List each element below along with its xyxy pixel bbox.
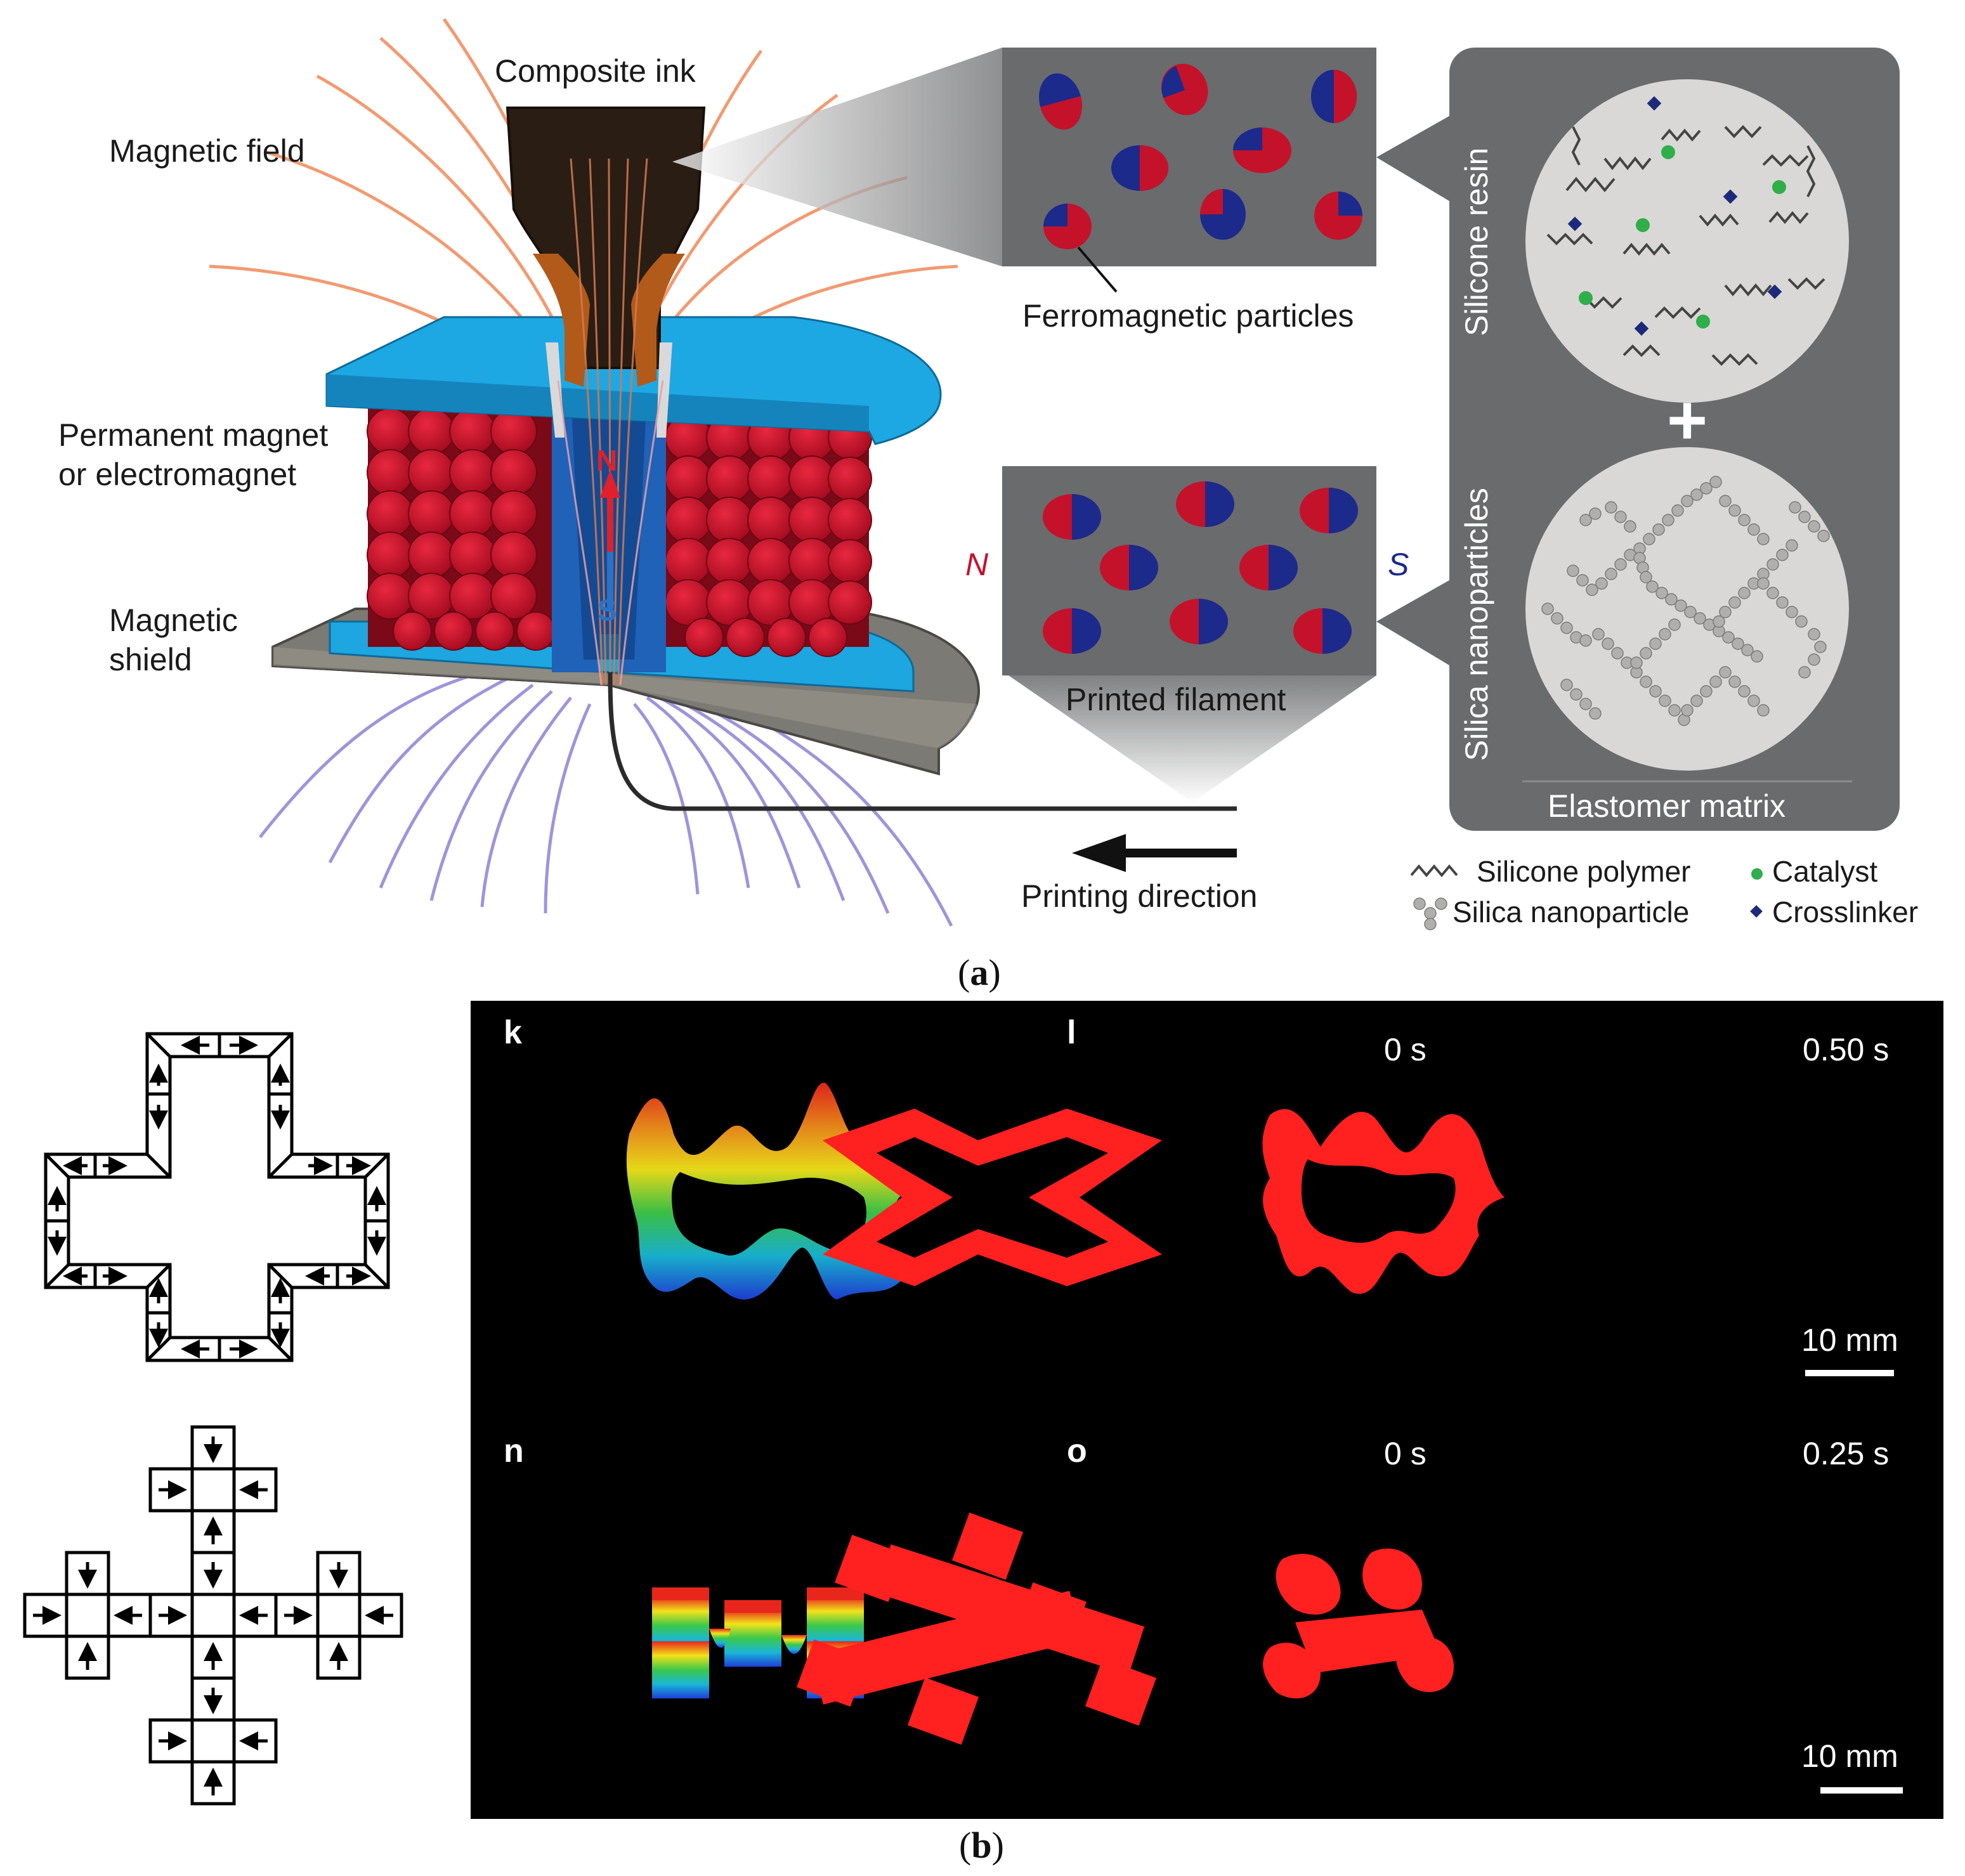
panel-b-photo-art — [626, 1083, 1903, 1794]
plus-sign: + — [1667, 381, 1707, 459]
panel-l-frame-start — [823, 1109, 1162, 1286]
scale-bar-bottom — [1820, 1787, 1903, 1794]
silica-network — [1541, 476, 1830, 726]
silicone-polymer-chains — [1546, 125, 1825, 366]
square-cross-schematic — [23, 1425, 403, 1806]
callout-arrow-top — [1376, 114, 1453, 203]
callout-arrow-bottom — [1376, 578, 1453, 667]
label-magnetic-field: Magnetic field — [109, 133, 305, 169]
label-pole-s: S — [1388, 547, 1409, 582]
label-permanent-magnet-line1: Permanent magnet — [58, 417, 329, 453]
panel-letter-n: n — [504, 1433, 524, 1469]
label-printed-filament: Printed filament — [1066, 682, 1286, 717]
label-ferromagnetic-particles: Ferromagnetic particles — [1022, 298, 1354, 334]
caption-b-letter: b — [971, 1825, 992, 1866]
panel-l-frame-end — [1262, 1109, 1505, 1294]
legend-silica-nanoparticle: Silica nanoparticle — [1453, 896, 1690, 928]
caption-b: (b) — [959, 1825, 1004, 1866]
square-cross-arrows — [33, 1436, 393, 1795]
panel-b-photo-block: k l n o 0 s 0.50 s 0 s 0.25 s 10 mm 10 m… — [471, 1001, 1943, 1819]
label-permanent-magnet-line2: or electromagnet — [58, 457, 297, 492]
zoom-cone-filament — [1009, 675, 1376, 802]
nozzle-copper — [533, 254, 590, 387]
legend-crosslinker: Crosslinker — [1772, 896, 1919, 928]
printed-filament-path — [608, 672, 1237, 811]
legend-catalyst-icon — [1751, 868, 1763, 880]
cross-frame-schematic — [44, 1032, 390, 1362]
scale-label-bottom: 10 mm — [1801, 1738, 1898, 1774]
legend-silicone-polymer: Silicone polymer — [1477, 855, 1691, 888]
time-o-start: 0 s — [1384, 1436, 1426, 1471]
label-nozzle-s: S — [597, 594, 617, 627]
magnetic-field-lines-bottom — [259, 670, 953, 927]
legend-silicone-polymer-icon — [1410, 864, 1458, 878]
filament-particles — [1043, 481, 1358, 654]
label-silica-nanoparticles: Silica nanoparticles — [1459, 488, 1494, 761]
caption-a-letter: a — [970, 952, 989, 993]
crosslinker-diamonds — [1567, 96, 1782, 336]
time-o-end: 0.25 s — [1803, 1436, 1890, 1471]
label-elastomer-matrix: Elastomer matrix — [1548, 788, 1786, 824]
panel-letter-o: o — [1067, 1433, 1087, 1469]
zoom-cone-ink — [672, 48, 1002, 266]
legend-catalyst: Catalyst — [1772, 855, 1878, 888]
label-nozzle-n: N — [596, 444, 618, 477]
permanent-magnet-rods-right — [665, 406, 872, 657]
legend-silica-nanoparticle-icon — [1413, 897, 1447, 930]
label-pole-n: N — [965, 547, 989, 582]
label-magnetic-shield-line1: Magnetic — [109, 603, 238, 638]
label-printing-direction: Printing direction — [1021, 878, 1258, 914]
caption-a: (a) — [958, 952, 1001, 993]
panel-letter-l: l — [1067, 1014, 1076, 1051]
label-magnetic-shield-line2: shield — [109, 642, 192, 677]
cross-frame-arrows — [48, 1036, 386, 1358]
time-l-end: 0.50 s — [1803, 1032, 1890, 1067]
permanent-magnet-rods-left — [367, 406, 556, 651]
panel-b-schematics — [23, 1032, 403, 1806]
panel-letter-k: k — [504, 1014, 522, 1051]
panel-o-cross-end — [1263, 1548, 1454, 1698]
scale-bar-top — [1805, 1370, 1894, 1376]
printing-direction-arrowhead — [1072, 834, 1126, 872]
panel-a-illustration: + — [209, 18, 1900, 930]
legend-crosslinker-icon — [1750, 905, 1763, 918]
panel-o-cross-start — [797, 1513, 1156, 1745]
time-l-start: 0 s — [1384, 1032, 1426, 1067]
label-composite-ink: Composite ink — [495, 53, 696, 89]
ink-particles — [1039, 63, 1362, 249]
scale-label-top: 10 mm — [1801, 1322, 1898, 1358]
catalyst-dots — [1579, 145, 1786, 329]
nozzle-internal-field — [557, 158, 664, 686]
label-silicone-resin: Silicone resin — [1459, 147, 1494, 336]
